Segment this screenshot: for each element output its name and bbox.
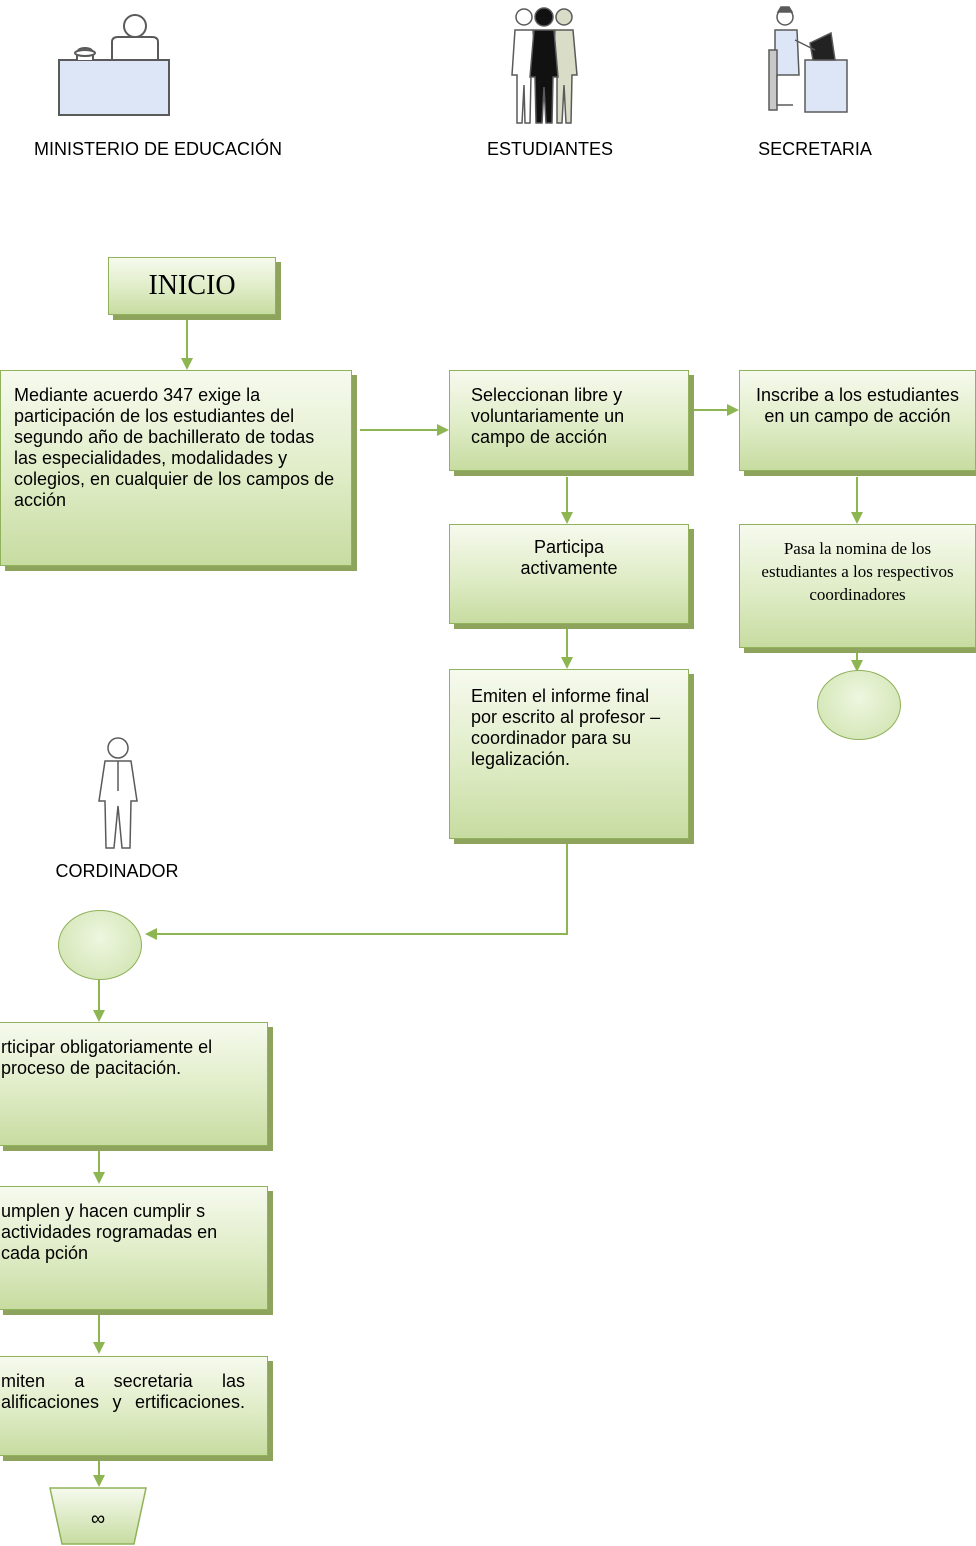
step-inscribe: Inscribe a los estudiantes en un campo d… (739, 370, 976, 471)
step-pasa-nomina: Pasa la nomina de los estudiantes a los … (739, 524, 976, 648)
step-cumplen: umplen y hacen cumplir s actividades rog… (0, 1186, 268, 1310)
step-acuerdo: Mediante acuerdo 347 exige la participac… (0, 370, 352, 566)
secretary-icon (768, 6, 848, 113)
step-participar-obligatorio: rticipar obligatoriamente el proceso de … (0, 1022, 268, 1146)
step-emiten-secretaria: miten a secretaria las alificaciones y e… (0, 1356, 268, 1456)
actor-label-coordinador: CORDINADOR (55, 861, 179, 881)
inicio-label: INICIO (148, 270, 236, 301)
terminal-symbol: ∞ (90, 1508, 106, 1530)
actor-label-ministerio: MINISTERIO DE EDUCACIÓN (33, 139, 283, 159)
step-emiten-informe: Emiten el informe final por escrito al p… (449, 669, 689, 839)
step-seleccionan: Seleccionan libre y voluntariamente un c… (449, 370, 689, 471)
desk-person-icon (58, 14, 170, 116)
actor-label-secretaria: SECRETARIA (758, 139, 872, 159)
actor-label-estudiantes: ESTUDIANTES (486, 139, 614, 159)
student-group-icon (511, 7, 578, 124)
step-participa: Participa activamente (449, 524, 689, 624)
inicio-box: INICIO (108, 257, 276, 315)
terminal-shape (49, 1487, 147, 1545)
coordinator-person-icon (98, 737, 138, 849)
arrow-emiten-to-coordinator-ellipse (145, 842, 568, 940)
connector-ellipse-coordinador (58, 910, 142, 980)
connector-ellipse-secretaria (817, 670, 901, 740)
